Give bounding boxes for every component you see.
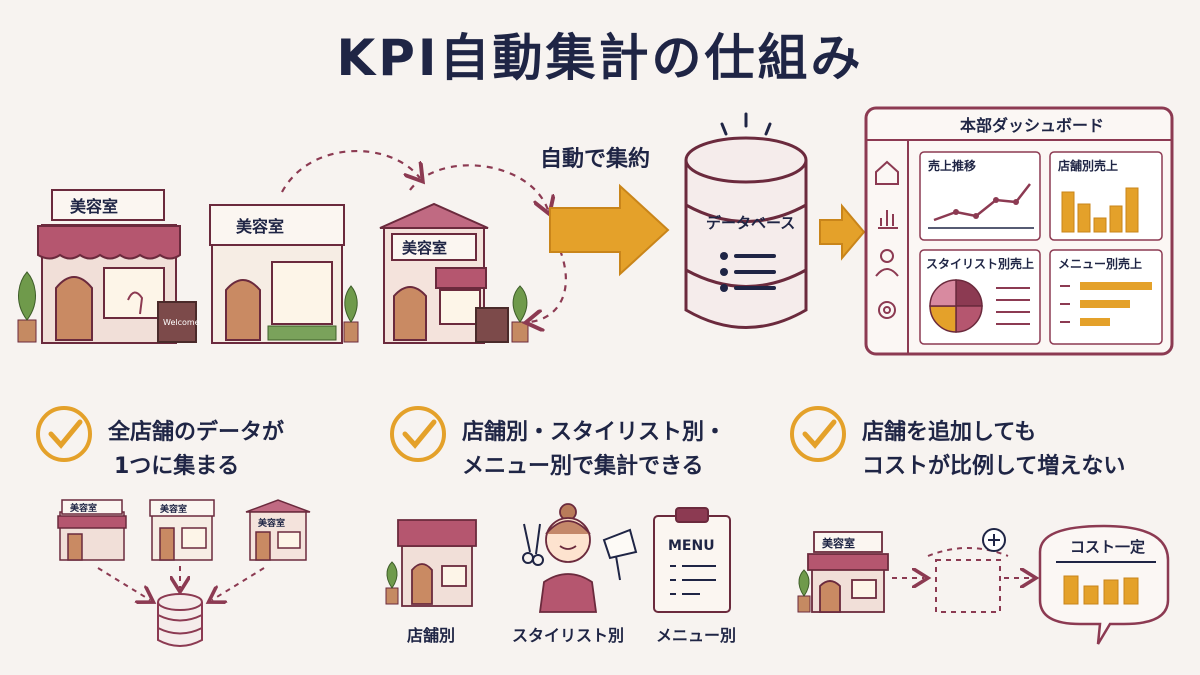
mini-shop (149, 499, 215, 561)
feature-line: 全店舗のデータが (108, 420, 285, 445)
check-icon (790, 406, 846, 462)
shop-sign-text: 美容室 (70, 502, 97, 514)
shop-sign-text: 美容室 (402, 239, 447, 257)
speech-bubble (1038, 524, 1170, 645)
database-icon (157, 593, 203, 647)
plant-icon (797, 569, 811, 613)
stylist-icon (538, 503, 598, 613)
feature-line: 店舗を追加しても (862, 420, 1037, 445)
plus-icon (982, 528, 1006, 552)
home-icon (875, 160, 899, 185)
caption-stylist: スタイリスト別 (511, 626, 624, 645)
dashed-arrow (530, 249, 567, 322)
feature-line: 店舗別・スタイリスト別・ (462, 420, 727, 445)
feature-2: 店舗別・スタイリスト別・ メニュー別で集計できる (462, 416, 782, 484)
plant-icon (17, 271, 37, 343)
caption-menu: メニュー別 (655, 626, 736, 645)
menu-clipboard-icon (653, 507, 731, 613)
shop-sign-text: 美容室 (236, 217, 284, 236)
to-dashboard-arrow-icon (819, 203, 866, 261)
card-title: 店舗別売上 (1058, 158, 1118, 173)
mini-shop (807, 531, 889, 613)
feature-line: メニュー別で集計できる (462, 454, 704, 479)
check-icon (390, 406, 446, 462)
salon-shop-1: 美容室 Welcome (17, 189, 200, 344)
card-title: メニュー別売上 (1058, 256, 1142, 271)
mini-shop (57, 499, 127, 561)
salon-shop-3: 美容室 (379, 202, 529, 344)
bar-chart-icon (878, 210, 898, 229)
welcome-board: Welcome (163, 318, 200, 327)
menu-label: MENU (668, 538, 715, 554)
database-label: データベース (706, 214, 795, 232)
card-sales-trend (919, 151, 1041, 241)
feature-line: コストが比例して増えない (862, 454, 1126, 479)
aggregate-arrow-icon (549, 183, 670, 277)
add-store-dashed-icon (927, 547, 1009, 613)
feature-line: 1つに集まる (114, 454, 240, 479)
card-title: 売上推移 (928, 158, 976, 173)
hair-dryer-icon (602, 528, 638, 581)
mini-shop (245, 499, 311, 561)
salon-shop-2: 美容室 (209, 204, 359, 344)
card-title: スタイリスト別売上 (926, 256, 1034, 271)
shop-sign-text: 美容室 (70, 197, 118, 216)
auto-aggregate-label: 自動で集約 (540, 146, 650, 172)
feature-1: 全店舗のデータが 1つに集まる (108, 416, 378, 484)
caption-store: 店舗別 (406, 626, 455, 645)
dashboard-title: 本部ダッシュボード (960, 116, 1104, 135)
check-icon (36, 406, 92, 462)
feature-3: 店舗を追加しても コストが比例して増えない (862, 416, 1182, 484)
plant-icon (385, 561, 399, 605)
user-icon (875, 249, 899, 277)
shop-sign-text: 美容室 (258, 517, 285, 529)
trend-line (933, 183, 1031, 222)
dashed-arrow (281, 150, 420, 193)
card-menu-sales (1049, 249, 1163, 345)
shop-sign-text: 美容室 (160, 503, 187, 515)
pie-chart (929, 279, 983, 333)
cost-constant-label: コスト一定 (1070, 538, 1145, 556)
gear-icon (878, 301, 896, 319)
scissors-icon (522, 523, 544, 566)
shop-icon (397, 519, 477, 607)
dashed-arrow (409, 164, 548, 210)
shop-sign-text: 美容室 (822, 536, 855, 550)
database-icon (684, 112, 808, 329)
plant-icon (511, 285, 529, 343)
dashboard-window: 本部ダッシュボード 売上推移 店舗別売上 スタイリスト別売上 メニュー別売上 (864, 106, 1174, 356)
plant-icon (343, 285, 359, 343)
page-title: KPI自動集計の仕組み (336, 29, 864, 87)
